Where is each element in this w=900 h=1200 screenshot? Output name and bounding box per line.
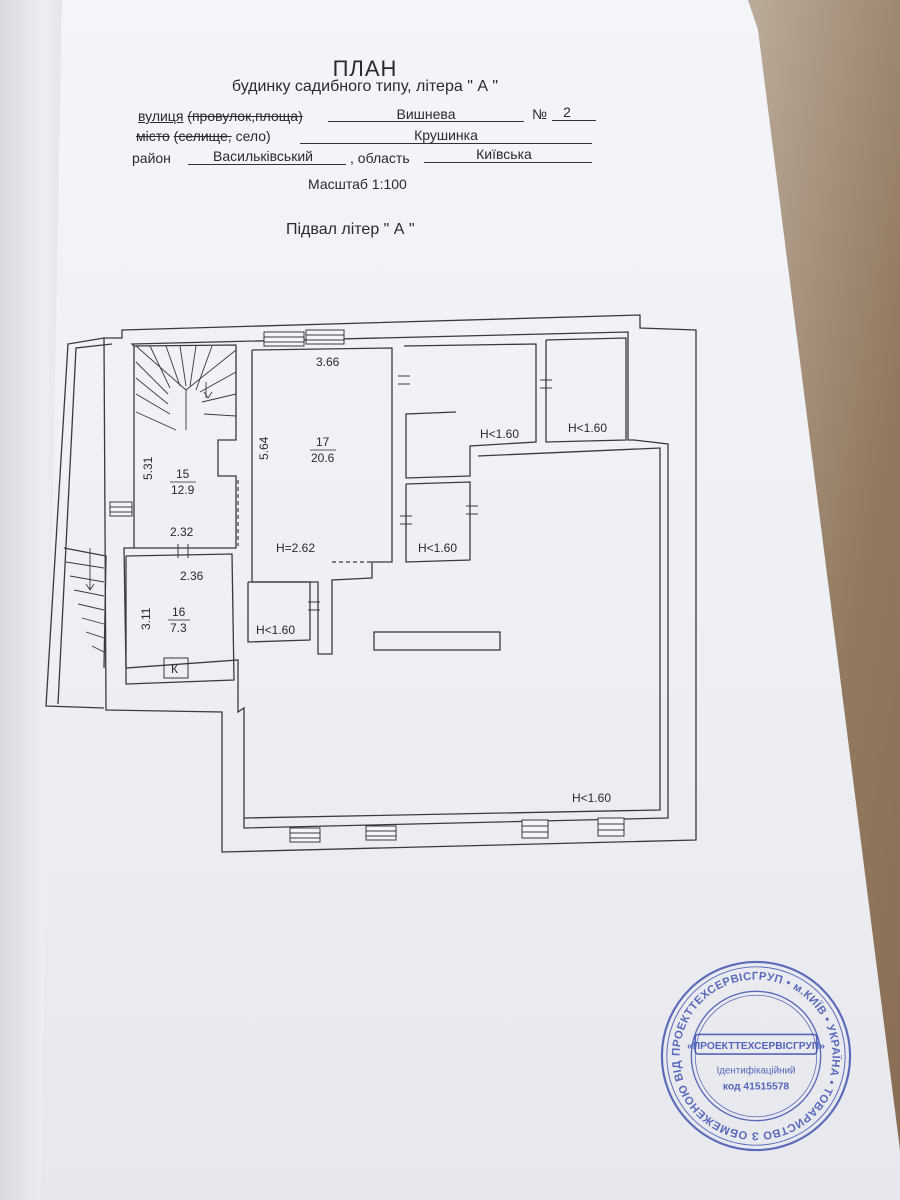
height-small-left-room: H<1.60 (256, 623, 295, 637)
height-upper-right-room: H<1.60 (568, 421, 607, 435)
upper-room-wall (403, 343, 537, 479)
room16-number: 16 (172, 605, 186, 619)
windows (109, 329, 625, 843)
number-underline (552, 120, 596, 121)
room16-dim-height: 3.11 (139, 607, 153, 630)
upper-right-room-wall (545, 337, 627, 443)
seal-code: код 41515578 (723, 1081, 790, 1092)
address-city-row: місто (селище, село) (136, 128, 271, 144)
outside-stair-steps (65, 548, 105, 653)
height-small-room: H<1.60 (418, 541, 457, 555)
room15-area: 12.9 (171, 483, 195, 497)
number-value: 2 (563, 104, 571, 120)
address-street-row: вулиця (провулок,площа) (138, 108, 303, 124)
seal-id-label: Ідентифікаційний (716, 1066, 795, 1077)
room17-number: 17 (316, 435, 330, 449)
scale-label: Масштаб 1:100 (308, 176, 407, 192)
hall-wall (243, 447, 661, 819)
company-seal: ПРОЕКТТЕХСЕРВІСГРУП • м.КИЇВ • УКРАЇНА •… (658, 958, 852, 1152)
city-label: село) (235, 128, 271, 144)
district-value: Васильківський (213, 148, 313, 164)
city-struck-2: (селище, (173, 128, 232, 144)
street-value: Вишнева (396, 106, 456, 122)
city-value: Крушинка (414, 127, 478, 143)
city-underline (300, 143, 592, 144)
room16-area: 7.3 (170, 621, 187, 635)
room17-dim-height: 5.64 (257, 436, 271, 460)
city-struck-1: місто (136, 128, 170, 144)
door-ticks (177, 375, 552, 611)
room15-wall (133, 344, 237, 549)
floor-title: Підвал літер " А " (286, 221, 415, 238)
document-subtitle: будинку садибного типу, літера " А " (231, 78, 499, 95)
small-room-wall (405, 481, 471, 563)
chimney-marker: К (171, 662, 178, 676)
region-label: , область (350, 150, 410, 166)
room16-dim-width: 2.36 (180, 569, 204, 583)
street-struck-options: (провулок,площа) (187, 108, 303, 124)
inner-wall-outline (123, 331, 669, 829)
street-label: вулиця (138, 108, 184, 124)
room17-wall (251, 347, 393, 655)
small-left-room-wall (247, 581, 311, 643)
height-upper-room: H<1.60 (480, 427, 519, 441)
room17-ceiling: H=2.62 (276, 541, 315, 555)
height-hall: H<1.60 (572, 791, 611, 805)
number-label: № (532, 106, 548, 122)
porch-outline (45, 337, 105, 709)
outer-wall-outline (103, 314, 697, 853)
partition-bar (373, 631, 501, 651)
porch-inner (57, 343, 113, 705)
street-underline (328, 121, 524, 122)
room15-dim-height: 5.31 (141, 456, 155, 480)
room16-wall (125, 553, 235, 685)
region-value: Київська (476, 146, 532, 162)
region-underline (424, 162, 592, 163)
room17-dim-width: 3.66 (316, 355, 340, 369)
chimney-marker-box (163, 657, 189, 679)
stair-lines (135, 345, 237, 431)
district-underline (188, 164, 346, 165)
outside-stair-outline (63, 547, 107, 669)
room15-dim-width: 2.32 (170, 525, 194, 539)
room17-area: 20.6 (311, 451, 335, 465)
district-label: район (132, 150, 171, 166)
document-title: ПЛАН (332, 56, 398, 81)
seal-company-name: «ПРОЕКТТЕХСЕРВІСГРУП» (687, 1041, 825, 1052)
room15-number: 15 (176, 467, 190, 481)
